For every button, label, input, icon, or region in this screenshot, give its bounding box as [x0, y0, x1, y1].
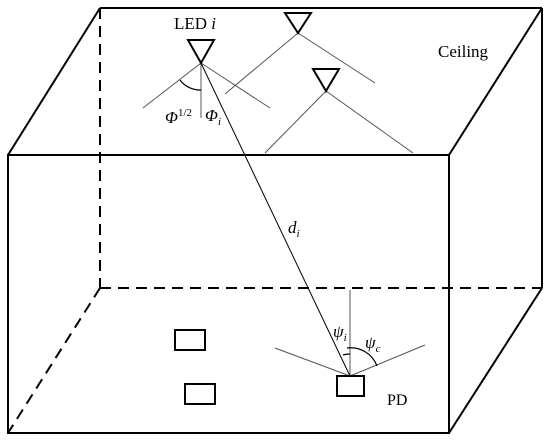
pd-fov-lines — [274, 290, 426, 377]
led-3-beam-left — [264, 90, 327, 154]
led-i-label: LED i — [174, 14, 216, 33]
led-i-beam-left — [142, 62, 202, 109]
floor-receivers — [174, 329, 365, 405]
irradiance-angle-label: Φi — [205, 106, 221, 128]
ceiling-left-edge — [7, 7, 101, 156]
photodiode-label: PD — [387, 392, 407, 409]
pd-fov-arc — [346, 347, 378, 367]
room-box — [7, 7, 543, 434]
leds — [186, 12, 341, 93]
floor-receiver-2 — [184, 383, 216, 405]
ceiling-label: Ceiling — [438, 42, 489, 61]
floor-left-hidden-edge — [7, 287, 101, 434]
front-face — [7, 154, 450, 434]
floor-receiver-1 — [174, 329, 206, 351]
led-2-beam-right — [297, 32, 376, 84]
fov-angle-label: ψc — [365, 333, 381, 355]
led-beam-lines — [142, 32, 414, 154]
incidence-angle-label: ψi — [333, 322, 347, 344]
pd-incidence-arc — [342, 353, 351, 356]
ceiling-right-edge — [448, 7, 543, 156]
led-2-beam-left — [224, 32, 299, 95]
pd-fov-left — [274, 347, 351, 377]
hidden-edges — [7, 8, 542, 434]
pd-fov-right — [349, 344, 426, 377]
led-i-icon — [186, 39, 216, 66]
half-power-angle-label: Φ1/2 — [165, 107, 192, 127]
distance-label: di — [288, 218, 300, 240]
led-i-half-angle-arc — [179, 79, 202, 91]
floor-right-edge — [448, 287, 543, 434]
led-3-icon — [311, 68, 341, 93]
photodiode-box — [336, 375, 365, 397]
led-3-beam-right — [325, 90, 414, 154]
led-2-icon — [283, 12, 313, 35]
line-of-sight-di — [200, 62, 351, 377]
